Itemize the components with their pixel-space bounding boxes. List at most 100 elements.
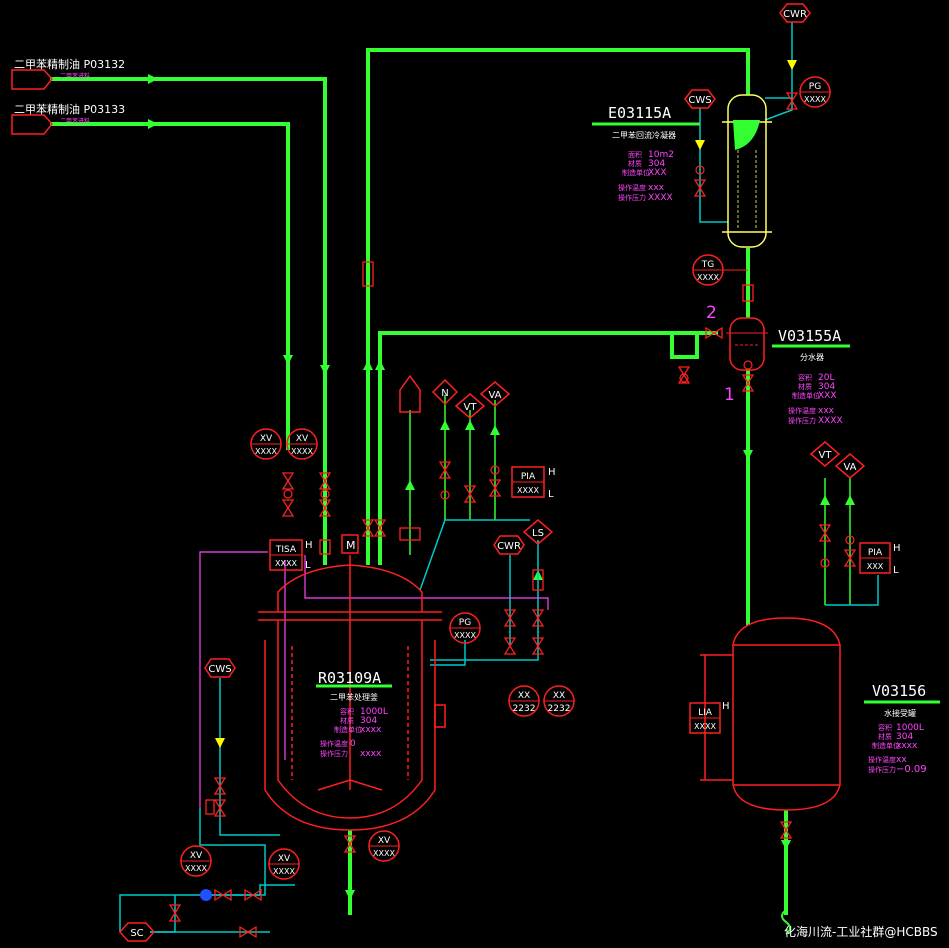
instrument-xv-5[interactable]: XV XXXX [268, 848, 300, 880]
condenser-tag: E03115A [608, 104, 671, 122]
pump-icon[interactable] [200, 889, 212, 901]
instrument-xx-2[interactable]: XX 2232 [543, 685, 575, 717]
valve-v21[interactable] [779, 821, 793, 839]
svg-text:xx: xx [896, 755, 907, 765]
svg-text:制造单位: 制造单位 [334, 725, 362, 734]
valve-v7[interactable] [438, 461, 452, 479]
utility-vt-1[interactable]: VT [454, 393, 486, 419]
valve-v15[interactable] [531, 609, 545, 627]
valve-v14[interactable] [503, 609, 517, 627]
feed-label-1: 二甲苯精制油 P03132 [14, 57, 125, 71]
separator-name: 分水器 [800, 352, 824, 362]
svg-text:0: 0 [350, 739, 356, 749]
svg-text:操作压力: 操作压力 [788, 416, 816, 425]
instrument-lia[interactable]: LIA XXXX H [689, 701, 730, 734]
svg-text:VT: VT [819, 450, 833, 461]
valve-v17[interactable] [531, 637, 545, 655]
valve-v11[interactable] [677, 366, 691, 384]
svg-text:制造单位: 制造单位 [872, 741, 900, 750]
svg-text:操作温度: 操作温度 [788, 406, 816, 415]
reactor-name: 二甲苯处理釜 [330, 692, 378, 702]
utility-n2[interactable]: N [431, 378, 459, 406]
condenser-name: 二甲苯回流冷凝器 [612, 130, 676, 140]
valve-v8[interactable] [463, 485, 477, 503]
instrument-tisa[interactable]: TISA XXXX H L [269, 539, 313, 571]
instrument-xv-3[interactable]: XV XXXX [368, 830, 400, 862]
instrument-xv-4[interactable]: XV XXXX [180, 845, 212, 877]
svg-text:面积: 面积 [628, 150, 642, 159]
valve-v18[interactable] [818, 524, 832, 542]
svg-text:XXXX: XXXX [255, 447, 277, 456]
utility-va-2[interactable]: VA [834, 453, 866, 479]
valve-v4[interactable] [318, 499, 332, 517]
valve-v9[interactable] [488, 479, 502, 497]
utility-sc[interactable]: SC [118, 922, 156, 942]
svg-text:L: L [305, 560, 311, 571]
vent-lines [409, 395, 851, 605]
svg-text:材质: 材质 [798, 382, 812, 391]
instrument-pia-1[interactable]: PIA XXXX H L [511, 466, 556, 500]
reactor-r03109a[interactable] [258, 534, 446, 831]
receiver-v03156[interactable] [700, 617, 841, 811]
valve-v1[interactable] [281, 472, 295, 490]
valve-v3[interactable] [281, 499, 295, 517]
valve-v10[interactable] [741, 374, 755, 392]
instrument-pia-2[interactable]: PIA XXX H L [859, 542, 901, 576]
svg-text:2232: 2232 [548, 704, 571, 714]
svg-text:XV: XV [296, 434, 309, 444]
utility-ls[interactable]: LS [522, 519, 554, 545]
utility-cwr-reactor[interactable]: CWR [493, 535, 525, 555]
valve-v12[interactable] [785, 92, 799, 110]
condenser-e03115a[interactable] [722, 94, 772, 248]
valve-v19[interactable] [843, 549, 857, 567]
valve-v24[interactable] [168, 904, 182, 922]
svg-text:N: N [441, 388, 448, 399]
instrument-xx-1[interactable]: XX 2232 [508, 685, 540, 717]
valve-v16[interactable] [503, 637, 517, 655]
svg-text:操作压力: 操作压力 [868, 765, 896, 774]
reactor-motor: M [346, 539, 356, 552]
separator-v03155a[interactable]: 2 1 [706, 303, 768, 405]
process-lines [50, 48, 788, 915]
valve-v20[interactable] [343, 835, 357, 853]
valves [168, 92, 857, 939]
receiver-tag: V03156 [872, 682, 926, 700]
svg-text:304: 304 [648, 159, 665, 169]
svg-text:304: 304 [818, 382, 835, 392]
utility-vt-2[interactable]: VT [809, 441, 841, 467]
svg-text:−0.09: −0.09 [896, 764, 927, 775]
valve-v6[interactable] [373, 519, 387, 537]
valve-v22[interactable] [213, 777, 227, 795]
utility-cwr-top[interactable]: CWR [779, 3, 811, 23]
svg-text:制造单位: 制造单位 [622, 168, 650, 177]
utility-cws-jacket[interactable]: CWS [204, 658, 236, 678]
joints [283, 165, 855, 568]
valve-h4[interactable] [244, 888, 262, 902]
valve-h3[interactable] [214, 888, 232, 902]
svg-text:XXX: XXX [818, 391, 837, 401]
valve-v23[interactable] [213, 799, 227, 817]
svg-text:VA: VA [843, 462, 856, 473]
svg-text:XV: XV [190, 851, 203, 861]
svg-text:容积: 容积 [878, 723, 892, 732]
valve-v13[interactable] [693, 179, 707, 197]
valve-h1[interactable] [705, 326, 723, 340]
instrument-xv-2[interactable]: XV XXXX [286, 428, 318, 460]
instrument-pg-2[interactable]: PG XXXX [449, 612, 481, 644]
instrument-pg-1[interactable]: PG XXXX [799, 76, 831, 108]
svg-text:PIA: PIA [521, 472, 536, 482]
svg-text:XX: XX [518, 691, 530, 701]
svg-text:XXXX: XXXX [818, 416, 843, 426]
svg-text:XXX: XXX [648, 168, 667, 178]
valve-h2[interactable] [239, 925, 257, 939]
valve-v2[interactable] [318, 472, 332, 490]
utility-cws-condenser[interactable]: CWS [684, 89, 716, 109]
svg-text:LIA: LIA [698, 708, 713, 718]
instrument-tg[interactable]: TG XXXX [692, 254, 748, 286]
valve-v5[interactable] [361, 519, 375, 537]
instrument-xv-1[interactable]: XV XXXX [250, 428, 282, 460]
feed-source-1: 二甲苯精制油 P03132 二甲苯进料 [11, 57, 125, 90]
utility-va-1[interactable]: VA [479, 381, 511, 407]
